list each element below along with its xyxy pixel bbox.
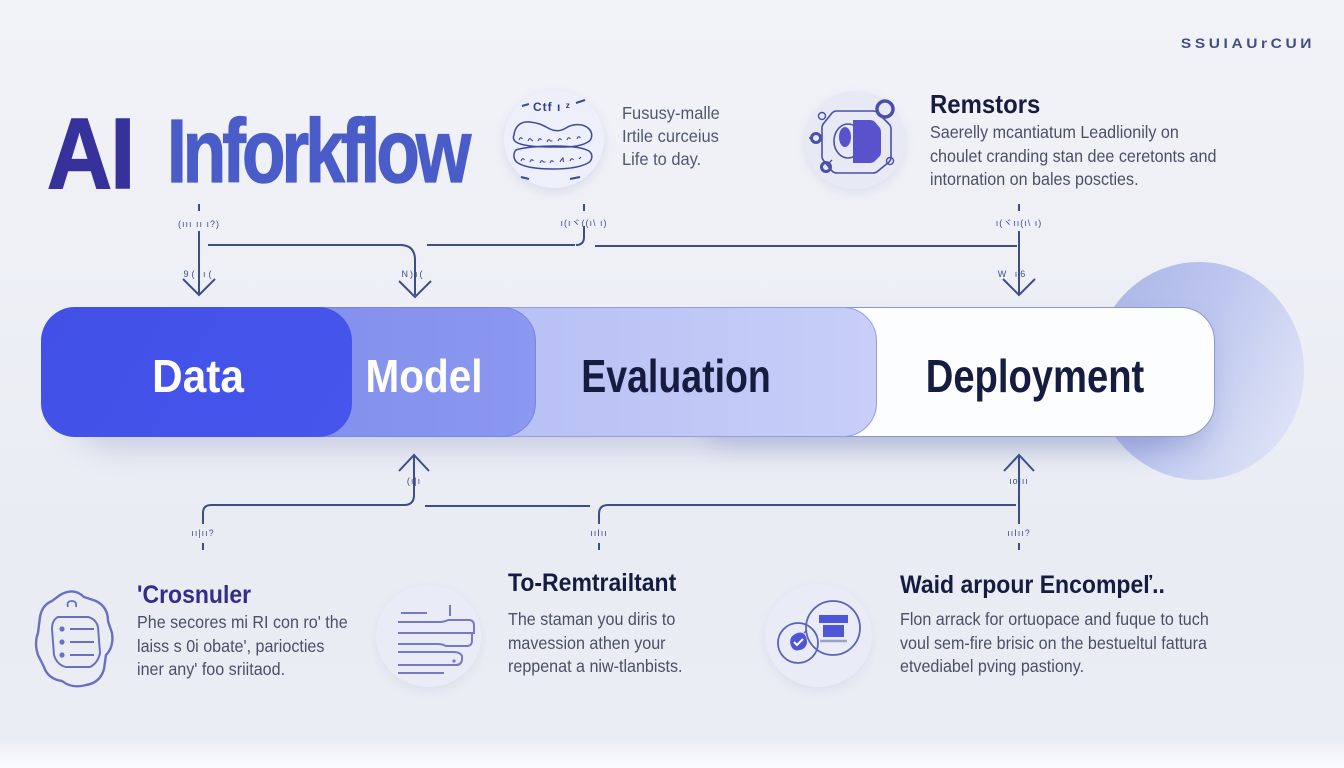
- svg-text:W ı6: W ı6: [998, 269, 1029, 279]
- svg-text:ı(ıヾ((ı\ ı): ı(ıヾ((ı\ ı): [561, 218, 608, 228]
- svg-text:N)ı(: N)ı(: [402, 269, 425, 279]
- svg-text:ı(ヾıı(ı\ ı): ı(ヾıı(ı\ ı): [996, 218, 1043, 228]
- svg-text:ııIıı: ııIıı: [590, 528, 608, 538]
- svg-text:(ııı ıı ı?): (ııı ıı ı?): [178, 219, 220, 229]
- svg-text:ııIıı?: ııIıı?: [1007, 528, 1031, 538]
- svg-text:Ctf ı ᶻ: Ctf ı ᶻ: [533, 100, 571, 114]
- svg-text:ıı|ıı?: ıı|ıı?: [191, 528, 214, 538]
- svg-text:(ı|ı: (ı|ı: [407, 476, 421, 486]
- svg-text:ıo|ıı: ıo|ıı: [1009, 476, 1029, 486]
- svg-text:9( ı(: 9( ı(: [183, 269, 214, 279]
